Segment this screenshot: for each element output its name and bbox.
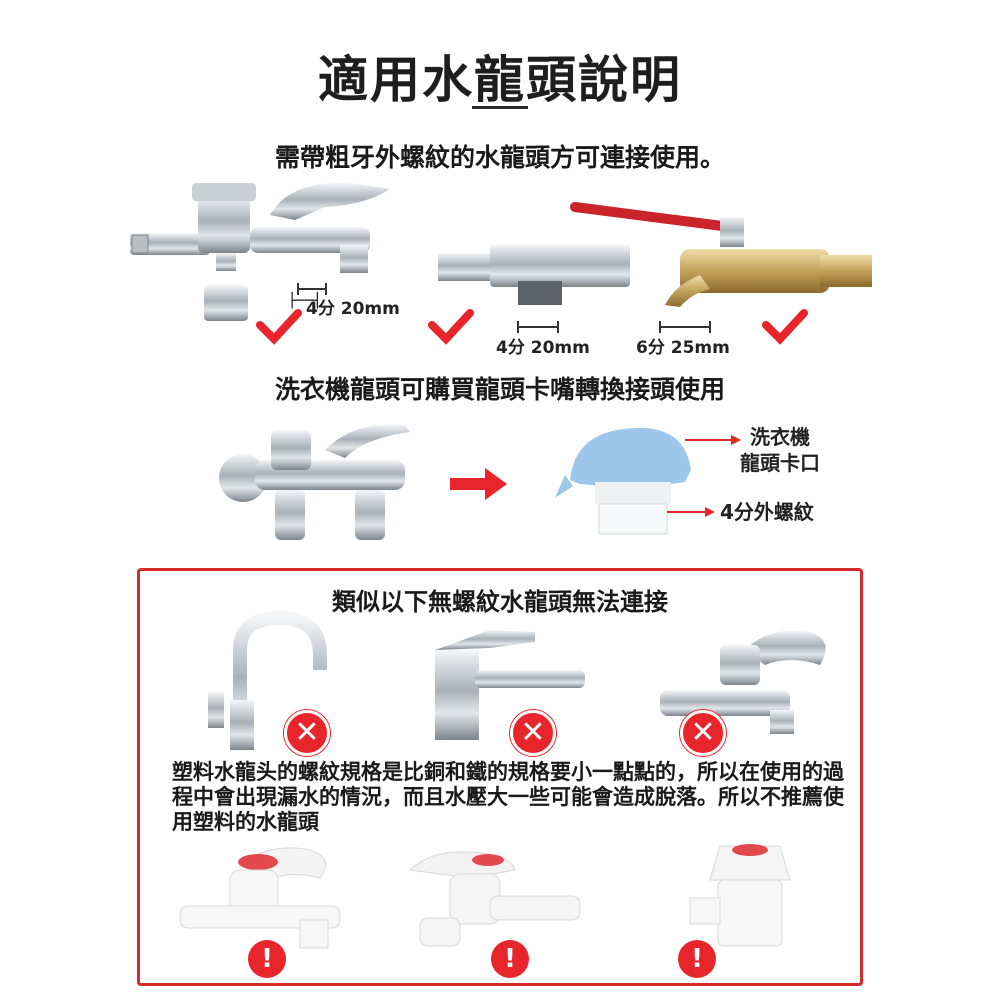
page-title: 適用水龍頭說明 [318,51,682,109]
dim-marker-1: ├──┤ [288,291,322,309]
single-lever-basin-faucet [435,630,585,740]
wall-tap-faucet [660,630,826,734]
incompatible-panel [137,568,863,986]
dimension-label-1: 4分 20mm [306,299,400,319]
check-icon [428,309,474,345]
brass-ball-valve [570,202,872,307]
cross-icon: ✕ [680,710,726,756]
cross-icon: ✕ [510,710,556,756]
check-icon [762,309,808,345]
plastic-angle-valve [689,844,791,947]
angle-valve [438,245,630,305]
thread-callout-label: 4分外螺紋 [720,500,814,524]
title-underline [472,106,528,109]
plastic-faucet-1 [179,847,341,949]
dimension-brackets [297,283,711,333]
washing-machine-faucet [219,424,410,540]
exclamation-icon: ! [491,940,529,978]
adapter-figure [219,424,741,540]
washer-adapter-heading: 洗衣機龍頭可購買龍頭卡嘴轉換接頭使用 [274,375,725,404]
plastic-warning-text: 塑料水龍头的螺紋規格是比銅和鐵的規格要小一點點的，所以在使用的過程中會出現漏水的… [172,760,844,834]
plastic-faucets-figure [179,844,791,949]
incompatible-heading: 類似以下無螺紋水龍頭無法連接 [332,588,668,616]
exclamation-icon: ! [678,940,716,978]
faucet-clip-adapter [555,427,691,535]
check-icon [256,309,302,345]
double-outlet-faucet [130,182,390,321]
incompatible-faucets-figure [208,610,826,750]
arrow-right-icon [450,468,507,500]
exclamation-icon: ! [248,940,286,978]
compatible-faucets-figure: ├──┤ [130,182,872,345]
plastic-faucet-2 [408,851,581,947]
compatibility-note: 需帶粗牙外螺紋的水龍頭方可連接使用。 [274,143,725,172]
dimension-label-3: 6分 25mm [636,338,730,358]
dimension-label-2: 4分 20mm [496,338,590,358]
gooseneck-faucet [208,610,327,750]
clip-callout-label: 洗衣機 龍頭卡口 [740,425,820,475]
cross-icon: ✕ [284,710,330,756]
